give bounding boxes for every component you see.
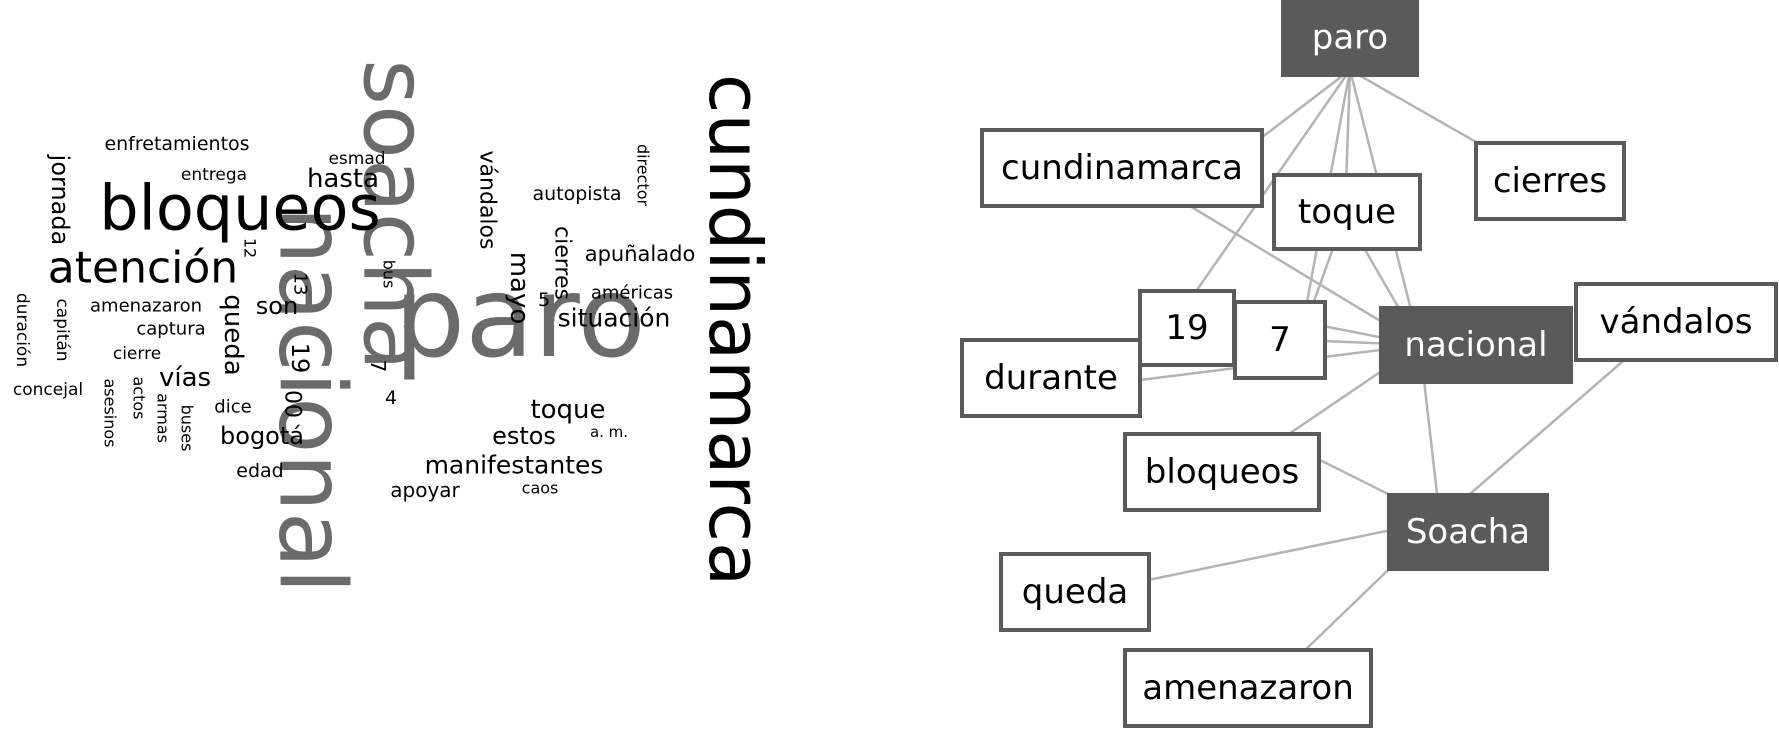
- node-box: [1379, 306, 1573, 384]
- node-nacional: nacional: [1379, 306, 1573, 384]
- word-n4: 4: [385, 387, 397, 409]
- node-vandalos: vándalos: [1574, 282, 1778, 362]
- node-amenazaron: amenazaron: [1123, 648, 1373, 728]
- edge-vandalos-soacha: [1439, 354, 1631, 521]
- word-atencion: atención: [48, 243, 238, 294]
- word-jornada: jornada: [46, 154, 74, 246]
- word-n19: 19: [286, 343, 314, 374]
- word-autopista: autopista: [532, 183, 621, 205]
- word-son: son: [256, 292, 298, 320]
- node-toque: toque: [1272, 173, 1422, 251]
- word-duracion: duración: [12, 293, 32, 367]
- node-box: [1123, 648, 1373, 728]
- word-hasta: hasta: [307, 164, 379, 194]
- node-n7: 7: [1233, 300, 1327, 380]
- word-toque: toque: [530, 395, 605, 425]
- node-box: [960, 338, 1142, 418]
- word-enfretamientos: enfretamientos: [104, 133, 249, 155]
- node-label: Soacha: [1406, 512, 1530, 552]
- word-n00: 00: [280, 390, 305, 418]
- node-label: toque: [1298, 192, 1396, 232]
- node-box: [1387, 493, 1549, 571]
- node-label: cundinamarca: [1001, 148, 1243, 188]
- word-apoyar: apoyar: [390, 478, 460, 502]
- word-vandalos: vándalos: [475, 151, 500, 250]
- node-box: [1281, 0, 1419, 77]
- word-vias: vías: [159, 363, 211, 393]
- word-esmad: esmad: [328, 149, 385, 169]
- edge-paro-cierres: [1349, 68, 1491, 152]
- node-label: bloqueos: [1145, 452, 1299, 492]
- node-box: [1138, 289, 1236, 367]
- node-label: paro: [1312, 18, 1388, 58]
- word-am: a. m.: [590, 423, 628, 441]
- word-n13: 13: [290, 273, 311, 296]
- word-armas: armas: [154, 393, 173, 443]
- word-n7: 7: [366, 360, 390, 373]
- word-dice: dice: [214, 397, 251, 418]
- node-cierres: cierres: [1474, 141, 1626, 221]
- node-label: vándalos: [1600, 302, 1753, 342]
- word-capitan: capitán: [52, 298, 72, 361]
- word-n12: 12: [241, 238, 260, 258]
- node-label: queda: [1022, 572, 1128, 612]
- word-caos: caos: [522, 479, 559, 498]
- word-manifestantes: manifestantes: [425, 451, 604, 480]
- word-concejal: concejal: [13, 380, 83, 400]
- word-edad: edad: [236, 460, 283, 482]
- node-label: nacional: [1404, 325, 1547, 365]
- word-director: director: [634, 144, 653, 207]
- word-entrega: entrega: [181, 165, 247, 185]
- node-label: 7: [1269, 320, 1291, 360]
- word-americas: américas: [591, 283, 673, 304]
- word-cierre: cierre: [113, 344, 161, 364]
- node-label: cierres: [1493, 161, 1607, 201]
- node-box: [1474, 141, 1626, 221]
- node-paro: paro: [1281, 0, 1419, 77]
- edge-paro-n19: [1188, 69, 1352, 301]
- node-box: [1123, 432, 1321, 512]
- node-cundinamarca: cundinamarca: [980, 128, 1264, 208]
- node-queda: queda: [999, 552, 1151, 632]
- node-box: [980, 128, 1264, 208]
- node-label: 19: [1165, 308, 1208, 348]
- word-bloqueos: bloqueos: [99, 172, 381, 245]
- word-bus: bus: [380, 260, 399, 289]
- word-situacion: situación: [558, 304, 671, 333]
- node-n19: 19: [1138, 289, 1236, 367]
- node-label: amenazaron: [1142, 668, 1354, 708]
- node-bloqueos: bloqueos: [1123, 432, 1321, 512]
- word-nacional: nacional: [259, 206, 366, 593]
- word-buses: buses: [178, 405, 197, 452]
- word-cundinamarca: cundinamarca: [693, 74, 777, 586]
- word-queda: queda: [218, 294, 248, 375]
- word-actos: actos: [130, 377, 149, 420]
- word-n5: 5: [538, 289, 550, 311]
- node-durante: durante: [960, 338, 1142, 418]
- word-mayo: mayo: [504, 252, 534, 325]
- word-estos: estos: [492, 422, 556, 450]
- node-box: [999, 552, 1151, 632]
- word-paro: paro: [394, 253, 646, 383]
- word-amenazaron: amenazaron: [90, 296, 202, 317]
- node-box: [1574, 282, 1778, 362]
- word-soacha: soacha: [344, 59, 447, 371]
- word-asesinos: asesinos: [101, 378, 120, 447]
- node-box: [1233, 300, 1327, 380]
- node-label: durante: [984, 358, 1118, 398]
- word-cierres: cierres: [550, 226, 575, 300]
- word-captura: captura: [136, 319, 205, 340]
- word-bogota: bogotá: [220, 422, 304, 450]
- node-box: [1272, 173, 1422, 251]
- node-soacha: Soacha: [1387, 493, 1549, 571]
- word-apunalado: apuñalado: [585, 242, 696, 266]
